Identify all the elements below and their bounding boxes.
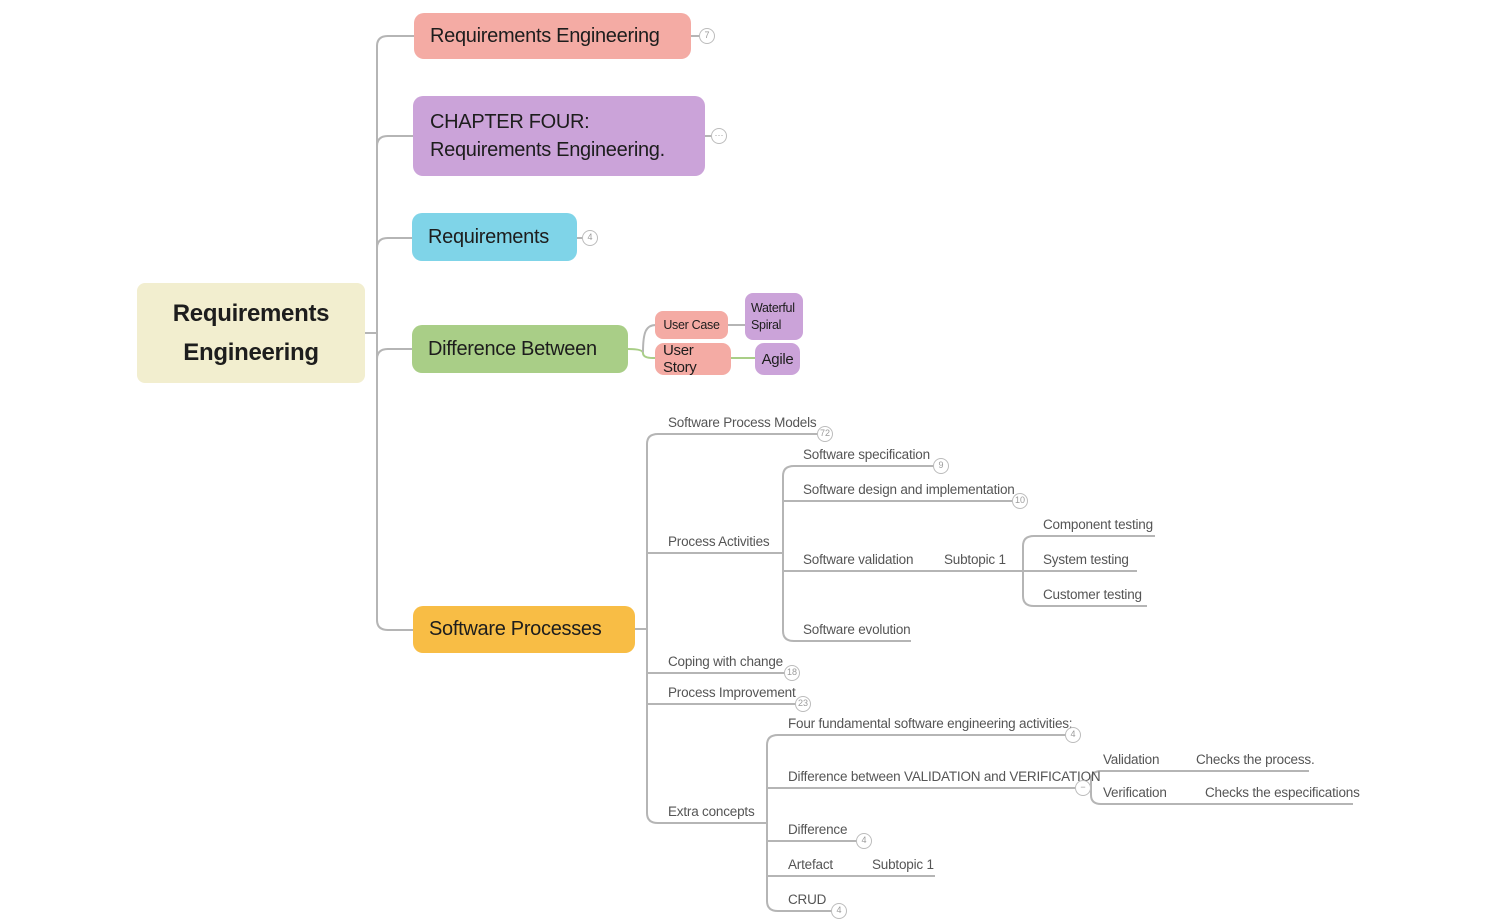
topic-waterful-spiral[interactable]: Waterful Spiral bbox=[745, 293, 803, 340]
badge-process-improvement-count[interactable]: 23 bbox=[794, 696, 812, 712]
topic-difference-validation-verification[interactable]: Difference between VALIDATION and VERIFI… bbox=[788, 769, 1101, 784]
topic-difference[interactable]: Difference bbox=[788, 822, 848, 837]
topic-subtopic-1-artefact[interactable]: Subtopic 1 bbox=[872, 857, 934, 872]
badge-requirements-engineering-count[interactable]: 7 bbox=[699, 28, 715, 44]
topic-software-specification[interactable]: Software specification bbox=[803, 447, 930, 462]
topic-extra-concepts[interactable]: Extra concepts bbox=[668, 804, 755, 819]
topic-checks-the-process[interactable]: Checks the process. bbox=[1196, 752, 1315, 767]
topic-coping-with-change[interactable]: Coping with change bbox=[668, 654, 783, 669]
badge-software-design-count[interactable]: 10 bbox=[1011, 493, 1029, 509]
badge-software-specification-count[interactable]: 9 bbox=[933, 458, 949, 474]
topic-software-evolution[interactable]: Software evolution bbox=[803, 622, 911, 637]
badge-software-process-models-count[interactable]: 72 bbox=[816, 426, 834, 442]
topic-verification[interactable]: Verification bbox=[1103, 785, 1167, 800]
topic-checks-the-especifications[interactable]: Checks the especifications bbox=[1205, 785, 1360, 800]
topic-software-processes[interactable]: Software Processes bbox=[413, 606, 635, 653]
topic-software-design-and-implementation[interactable]: Software design and implementation bbox=[803, 482, 1015, 497]
topic-user-story[interactable]: User Story bbox=[655, 342, 731, 376]
topic-process-activities[interactable]: Process Activities bbox=[668, 534, 770, 549]
topic-subtopic-1-validation[interactable]: Subtopic 1 bbox=[944, 552, 1006, 567]
badge-difference-count[interactable]: 4 bbox=[856, 833, 872, 849]
topic-user-case[interactable]: User Case bbox=[655, 311, 728, 339]
topic-requirements[interactable]: Requirements bbox=[412, 213, 577, 261]
badge-chapter-four-collapsed[interactable]: ··· bbox=[711, 128, 727, 144]
topic-requirements-engineering[interactable]: Requirements Engineering bbox=[414, 13, 691, 59]
topic-crud[interactable]: CRUD bbox=[788, 892, 827, 907]
topic-difference-between[interactable]: Difference Between bbox=[412, 325, 628, 373]
topic-root[interactable]: Requirements Engineering bbox=[137, 283, 365, 383]
topic-customer-testing[interactable]: Customer testing bbox=[1043, 587, 1142, 602]
topic-software-validation[interactable]: Software validation bbox=[803, 552, 914, 567]
badge-requirements-count[interactable]: 4 bbox=[582, 230, 598, 246]
topic-validation[interactable]: Validation bbox=[1103, 752, 1160, 767]
badge-validation-verification-collapse[interactable]: − bbox=[1075, 780, 1091, 796]
topic-component-testing[interactable]: Component testing bbox=[1043, 517, 1153, 532]
topic-artefact[interactable]: Artefact bbox=[788, 857, 833, 872]
topic-system-testing[interactable]: System testing bbox=[1043, 552, 1129, 567]
badge-crud-count[interactable]: 4 bbox=[831, 903, 847, 919]
topic-process-improvement[interactable]: Process Improvement bbox=[668, 685, 796, 700]
topic-chapter-four[interactable]: CHAPTER FOUR: Requirements Engineering. bbox=[413, 96, 705, 176]
badge-coping-with-change-count[interactable]: 18 bbox=[783, 665, 801, 681]
badge-four-fundamental-count[interactable]: 4 bbox=[1065, 727, 1081, 743]
topic-software-process-models[interactable]: Software Process Models bbox=[668, 415, 817, 430]
topic-agile[interactable]: Agile bbox=[755, 343, 800, 375]
topic-four-fundamental-activities[interactable]: Four fundamental software engineering ac… bbox=[788, 716, 1073, 731]
